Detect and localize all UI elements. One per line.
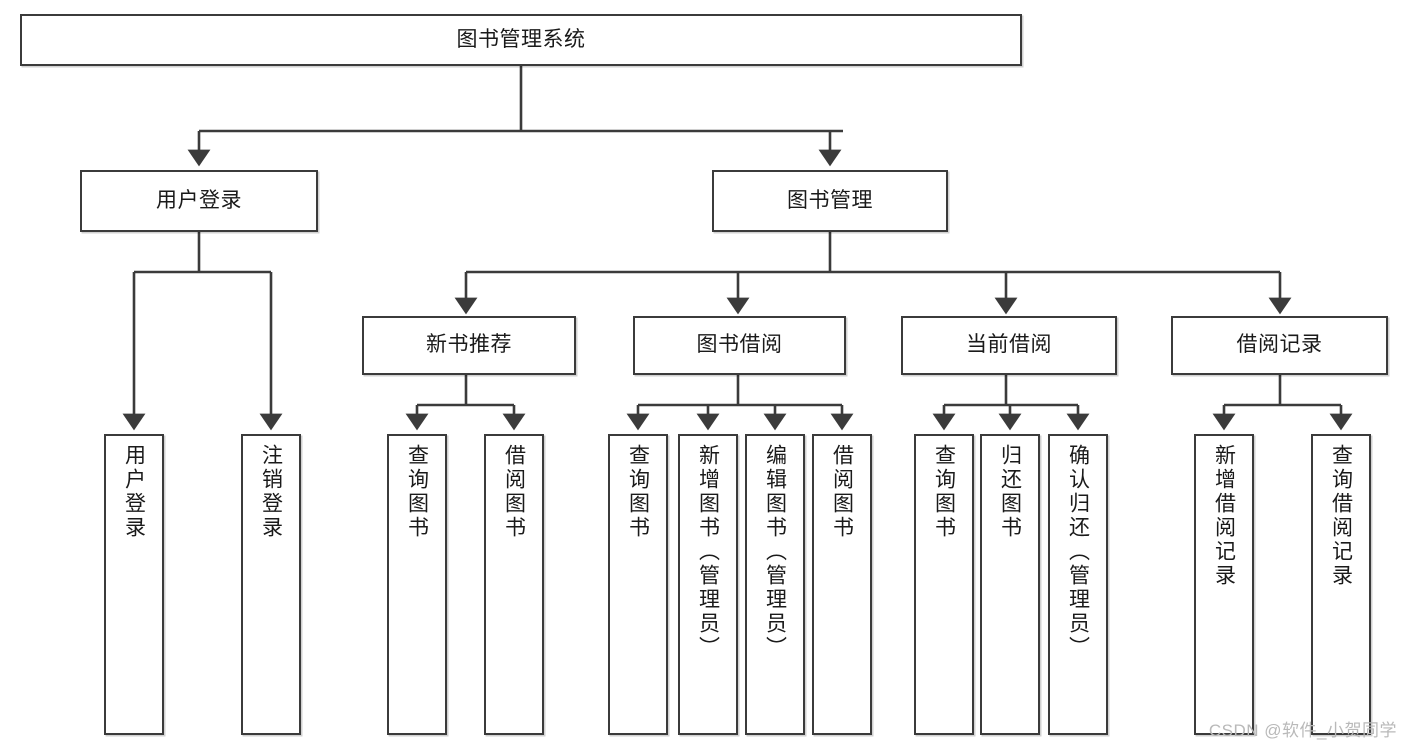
node-leaf-user-login[interactable]: 用户登录 xyxy=(104,434,164,735)
node-leaf-borrow-book-2-label: 借阅图书 xyxy=(830,444,854,540)
node-leaf-edit-book-label: 编辑图书（管理员） xyxy=(763,444,787,660)
node-leaf-query-book-3-label: 查询图书 xyxy=(932,444,956,540)
node-leaf-borrow-book-2[interactable]: 借阅图书 xyxy=(812,434,872,735)
node-root[interactable]: 图书管理系统 xyxy=(20,14,1022,66)
node-leaf-borrow-book-1[interactable]: 借阅图书 xyxy=(484,434,544,735)
node-new-book-rec-label: 新书推荐 xyxy=(426,333,512,357)
node-leaf-add-record[interactable]: 新增借阅记录 xyxy=(1194,434,1254,735)
node-leaf-add-record-label: 新增借阅记录 xyxy=(1212,444,1236,588)
node-new-book-rec[interactable]: 新书推荐 xyxy=(362,316,576,375)
node-leaf-return-book-label: 归还图书 xyxy=(998,444,1022,540)
node-leaf-add-book[interactable]: 新增图书（管理员） xyxy=(678,434,738,735)
node-book-manage-label: 图书管理 xyxy=(787,188,873,212)
node-book-borrow-label: 图书借阅 xyxy=(696,333,783,357)
node-leaf-query-record-label: 查询借阅记录 xyxy=(1329,444,1353,588)
node-borrow-record[interactable]: 借阅记录 xyxy=(1171,316,1388,375)
node-root-label: 图书管理系统 xyxy=(456,27,586,51)
node-leaf-confirm-return-label: 确认归还（管理员） xyxy=(1066,444,1090,660)
node-leaf-return-book[interactable]: 归还图书 xyxy=(980,434,1040,735)
watermark: CSDN @软件_小贺同学 xyxy=(1208,721,1397,740)
node-current-borrow-label: 当前借阅 xyxy=(966,333,1052,357)
node-leaf-logout[interactable]: 注销登录 xyxy=(241,434,301,735)
node-borrow-record-label: 借阅记录 xyxy=(1236,333,1323,357)
node-leaf-edit-book[interactable]: 编辑图书（管理员） xyxy=(745,434,805,735)
node-book-borrow[interactable]: 图书借阅 xyxy=(633,316,846,375)
node-leaf-query-book-1[interactable]: 查询图书 xyxy=(387,434,447,735)
node-leaf-query-book-2-label: 查询图书 xyxy=(626,444,650,540)
node-leaf-query-book-2[interactable]: 查询图书 xyxy=(608,434,668,735)
node-current-borrow[interactable]: 当前借阅 xyxy=(901,316,1117,375)
node-leaf-query-record[interactable]: 查询借阅记录 xyxy=(1311,434,1371,735)
node-leaf-borrow-book-1-label: 借阅图书 xyxy=(502,444,526,540)
node-leaf-user-login-label: 用户登录 xyxy=(122,444,146,540)
node-user-login-label: 用户登录 xyxy=(156,188,242,212)
node-book-manage[interactable]: 图书管理 xyxy=(712,170,948,232)
node-leaf-query-book-3[interactable]: 查询图书 xyxy=(914,434,974,735)
node-leaf-query-book-1-label: 查询图书 xyxy=(405,444,429,540)
node-leaf-confirm-return[interactable]: 确认归还（管理员） xyxy=(1048,434,1108,735)
node-leaf-add-book-label: 新增图书（管理员） xyxy=(696,444,720,660)
node-leaf-logout-label: 注销登录 xyxy=(259,444,283,540)
node-user-login[interactable]: 用户登录 xyxy=(80,170,318,232)
